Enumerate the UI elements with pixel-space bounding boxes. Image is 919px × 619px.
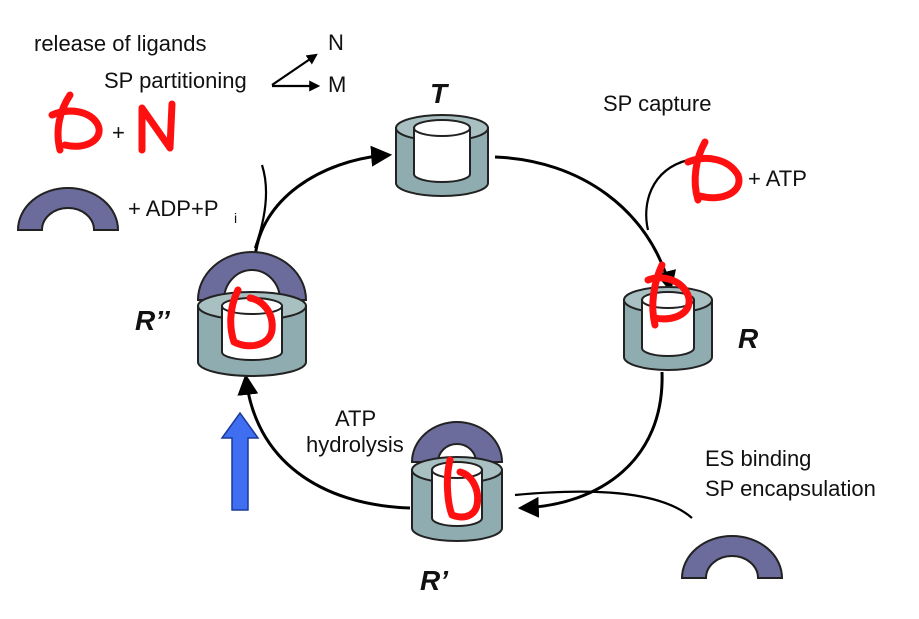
released-substrate-icon — [48, 91, 103, 154]
state-r-prime-complex — [410, 421, 504, 542]
folded-substrate-icon — [227, 286, 276, 350]
cycle-arrow-r-to-r1 — [517, 371, 664, 518]
plus-sign: + — [112, 120, 125, 145]
release-of-ligands-label: release of ligands — [34, 31, 206, 56]
state-r-cylinder — [623, 286, 713, 371]
es-binding-label: ES binding — [705, 446, 811, 471]
branch-n-label: N — [328, 30, 344, 55]
encapsulated-substrate-icon — [443, 456, 482, 521]
branch-m-label: M — [328, 72, 346, 97]
sp-partitioning-label: SP partitioning — [104, 68, 247, 93]
partition-arrow-n — [271, 53, 318, 86]
reaction-cycle — [237, 145, 676, 518]
sp-capture-label: SP capture — [603, 91, 711, 116]
atp-hydrolysis-label-1: ATP — [335, 406, 376, 431]
state-r-double-prime-complex — [196, 251, 308, 377]
incoming-substrate-icon — [684, 138, 743, 204]
state-label-r: R — [738, 323, 759, 354]
release-outflow — [253, 164, 268, 249]
adp-pi-label: + ADP+P — [128, 196, 219, 221]
cycle-arrow-t-to-r — [494, 155, 676, 293]
blue-up-arrow-icon — [220, 411, 260, 511]
state-t-cylinder — [395, 114, 489, 197]
sp-encapsulation-label: SP encapsulation — [705, 476, 876, 501]
es-binding-inflow — [514, 490, 693, 519]
cycle-arrow-r2-to-t — [253, 145, 393, 259]
free-es-cap-left — [16, 187, 120, 231]
state-label-r-prime: R’ — [420, 565, 449, 596]
atp-input-label: + ATP — [748, 166, 807, 191]
state-label-t: T — [430, 78, 450, 109]
captured-substrate-icon — [644, 261, 693, 329]
handwritten-n-icon — [138, 100, 176, 154]
free-es-cap-right — [680, 535, 784, 579]
sp-capture-inflow — [645, 158, 689, 231]
state-label-r-double-prime: R’’ — [135, 305, 171, 336]
cycle-arrow-r1-to-r2 — [237, 373, 411, 510]
es-cap-icon-left — [196, 251, 308, 301]
adp-pi-subscript: i — [234, 210, 237, 226]
atp-hydrolysis-label-2: hydrolysis — [306, 432, 404, 457]
es-cap-icon — [410, 421, 504, 463]
